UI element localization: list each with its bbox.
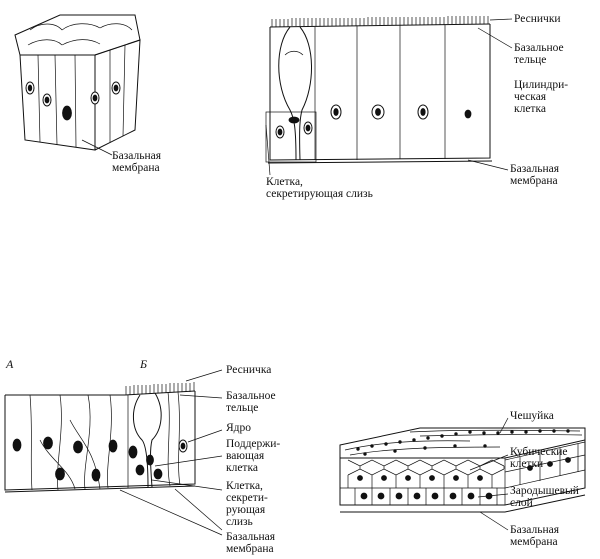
fig3-cilium-label: Ресничка [226,364,272,376]
fig4-basal-membrane-label: Базальная мембрана [510,524,559,548]
fig3-pseudostratified [4,369,223,536]
fig2-basal-membrane-label: Базальная мембрана [510,163,559,187]
fig3-panel-a-label: А [6,357,14,371]
fig3-basal-body-label: Базальное тельце [226,390,276,414]
fig1-basal-membrane-label: Базальная мембрана [112,150,161,174]
fig2-columnar-epithelium [265,16,513,176]
fig3-mucus-cell-label: Клетка, секрети- рующая слизь [226,480,268,528]
fig2-cilia-label: Реснички [514,13,561,25]
fig2-mucus-cell-label: Клетка, секретирующая слизь [266,176,373,200]
fig1-cuboidal-block [14,14,141,156]
fig4-scale-label: Чешуйка [510,410,554,422]
fig3-supporting-cell-label: Поддержи- вающая клетка [226,438,281,474]
fig2-columnar-cell-label: Цилиндри- ческая клетка [514,79,569,115]
fig3-panel-b-label: Б [140,357,148,371]
fig3-basal-membrane-label: Базальная мембрана [226,531,275,555]
fig4-stratified-squamous [339,417,586,531]
fig2-basal-body-label: Базальное тельце [514,42,564,66]
fig4-cuboidal-cells-label: Кубические клетки [510,446,568,470]
fig3-nucleus-label: Ядро [226,422,252,434]
fig4-germinal-layer-label: Зародышевый слой [510,485,579,509]
